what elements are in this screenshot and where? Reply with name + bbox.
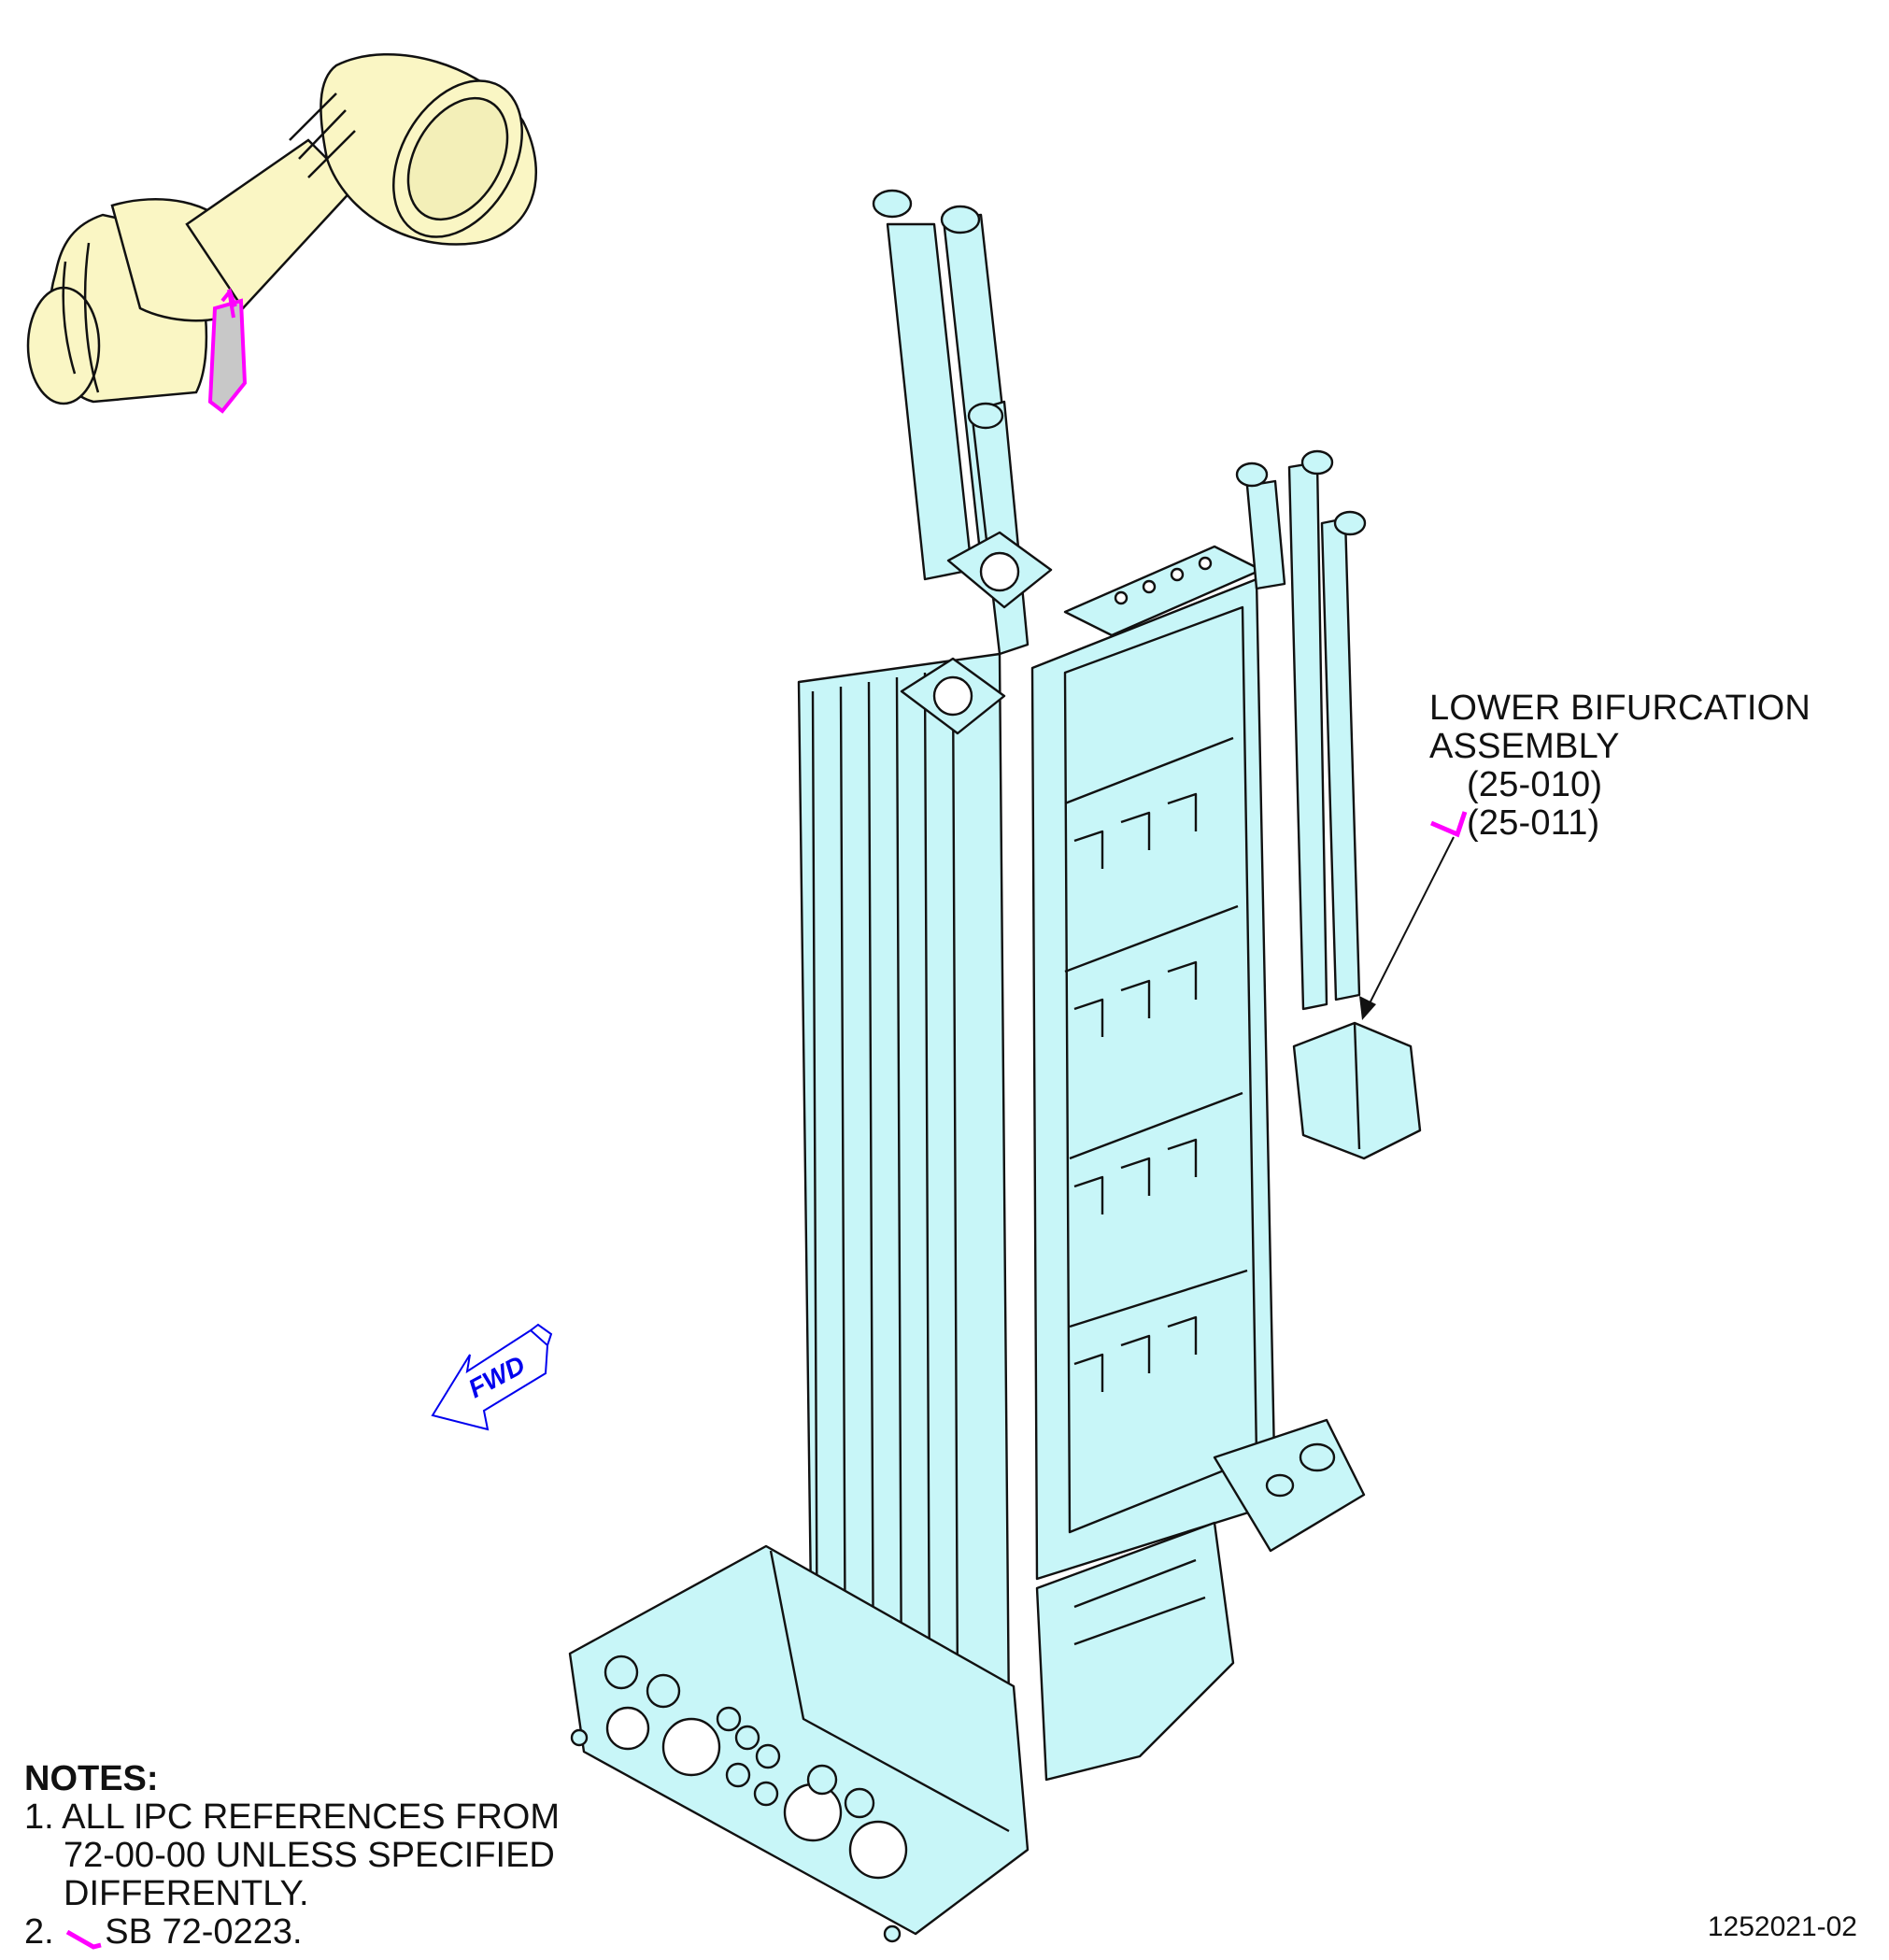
note-1-line2: 72-00-00 UNLESS SPECIFIED: [64, 1836, 555, 1875]
callout-leader-arrow: [1359, 836, 1455, 1020]
note-1-line1: ALL IPC REFERENCES FROM: [62, 1797, 560, 1837]
callout-title-line1: LOWER BIFURCATION: [1429, 689, 1811, 728]
sb-change-mark-icon: [66, 1929, 102, 1950]
note-2-text: SB 72-0223.: [105, 1912, 303, 1952]
sb-change-mark-icon: [1430, 811, 1468, 838]
note-1-number: 1.: [24, 1797, 54, 1837]
note-2-number: 2.: [24, 1912, 54, 1952]
callout-title-line2: ASSEMBLY: [1429, 727, 1620, 766]
fwd-direction-arrow: FWD: [431, 1323, 553, 1431]
notes-block: NOTES: 1. ALL IPC REFERENCES FROM 72-00-…: [24, 1760, 560, 1952]
figure-number: 1252021-02: [1707, 1911, 1857, 1942]
callout-ref-1: (25-010): [1467, 765, 1603, 804]
lower-bifurcation-assembly-drawing: [568, 189, 1422, 1943]
note-1-line3: DIFFERENTLY.: [64, 1874, 309, 1913]
callout-ref-2: (25-011): [1467, 803, 1600, 843]
engine-locator-icon: [26, 53, 537, 414]
notes-heading: NOTES:: [24, 1759, 159, 1798]
callout-lower-bifurcation: LOWER BIFURCATION ASSEMBLY (25-010) (25-…: [1429, 689, 1811, 843]
